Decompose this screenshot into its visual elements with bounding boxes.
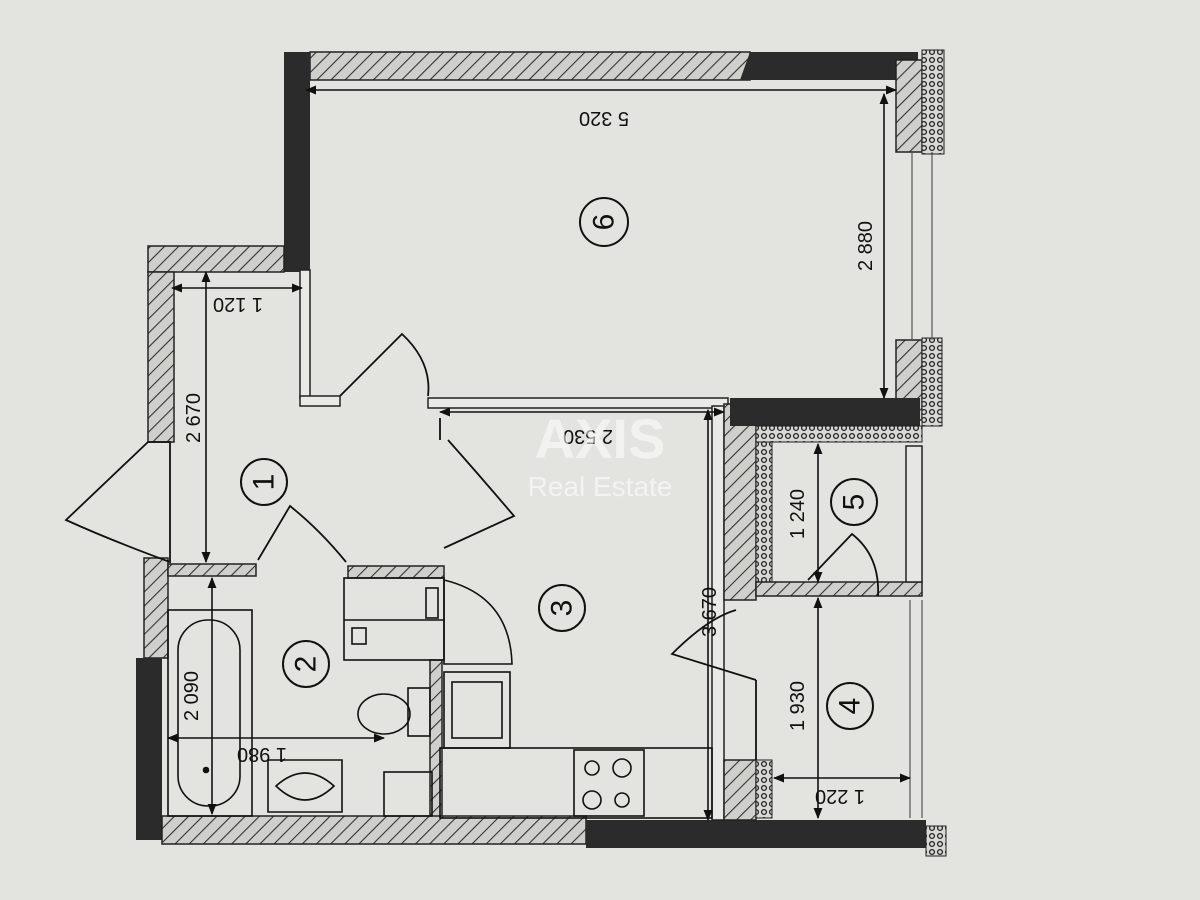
wall-hall-left-hatched [147,271,175,443]
toilet [407,687,431,737]
wall-bottom-hatched [161,815,587,845]
door-hall-kitchen [439,418,516,549]
dimension-lines [166,85,912,822]
wall-bath-top [167,563,257,577]
dimension-labels: 5 320 2 880 1 120 2 670 2 530 3 670 1 24… [181,107,877,807]
room-number-3: 3 [538,584,586,632]
doors [64,332,879,760]
door-room6 [339,332,430,397]
wall-room4-left-hatched [723,759,757,821]
svg-text:1: 1 [248,474,281,491]
svg-text:5: 5 [838,494,871,511]
dim-room4-length: 1 930 [787,681,809,731]
fridge [443,578,513,665]
svg-text:4: 4 [834,698,867,715]
dim-room6-width: 5 320 [579,107,629,129]
door-bathroom [257,504,347,563]
wall-hall-top-hatched [147,245,285,273]
dim-hall-width: 1 120 [213,293,263,315]
dim-hall-length: 2 670 [183,393,205,443]
wall-room6-right-hatched [895,59,923,153]
dim-room4-width: 1 220 [815,785,865,807]
wall-room6-inner-left [299,269,311,399]
watermark-tagline: Real Estate [528,471,673,502]
wall-room5-bottom [755,581,923,597]
bath-cabinet [343,577,445,661]
wall-bottom-solid [586,820,926,848]
room-numbers: 1 2 3 4 5 6 [240,197,878,730]
dim-room6-depth: 2 880 [855,221,877,271]
door-entrance [64,441,171,564]
washing-machine [383,771,433,817]
dim-bath-width: 1 980 [237,743,287,765]
door-room5 [807,532,879,597]
wall-room6-right-brick [921,49,945,155]
stove [573,749,645,817]
dim-room5-length: 1 240 [787,489,809,539]
kitchen-sink [443,671,511,749]
watermark-brand: AXIS [535,407,666,470]
dim-kitchen-length: 3 670 [699,587,721,637]
wall-top-right-solid [740,52,918,80]
wall-room5-left-hatched [723,403,757,601]
room-number-2: 2 [282,640,330,688]
wall-room5-top-solid [730,398,920,426]
wall-room5-right [905,445,923,583]
svg-text:6: 6 [588,214,621,231]
room-number-4: 4 [826,682,874,730]
wall-room6-right-lower-brick [921,337,943,427]
wall-top-hatched [309,51,751,81]
room-number-5: 5 [830,478,878,526]
wall-room5-left-brick [755,441,773,583]
door-room4 [670,609,757,681]
dim-bath-length: 2 090 [181,671,203,721]
wall-bath-left-solid [136,658,162,840]
watermark: AXIS Real Estate [528,407,673,502]
kitchen-counter [439,747,713,819]
walls [136,49,947,857]
svg-text:3: 3 [546,600,579,617]
wall-room4-left-brick [755,759,773,819]
dim-kitchen-width: 2 530 [563,425,613,447]
wall-bath-left-hatched [143,557,169,659]
wall-room6-left-solid [284,52,310,272]
wall-room5-top-brick [755,425,923,443]
room-number-6: 6 [579,197,629,247]
svg-text:2: 2 [290,656,323,673]
room-number-1: 1 [240,458,288,506]
sink [267,759,343,813]
